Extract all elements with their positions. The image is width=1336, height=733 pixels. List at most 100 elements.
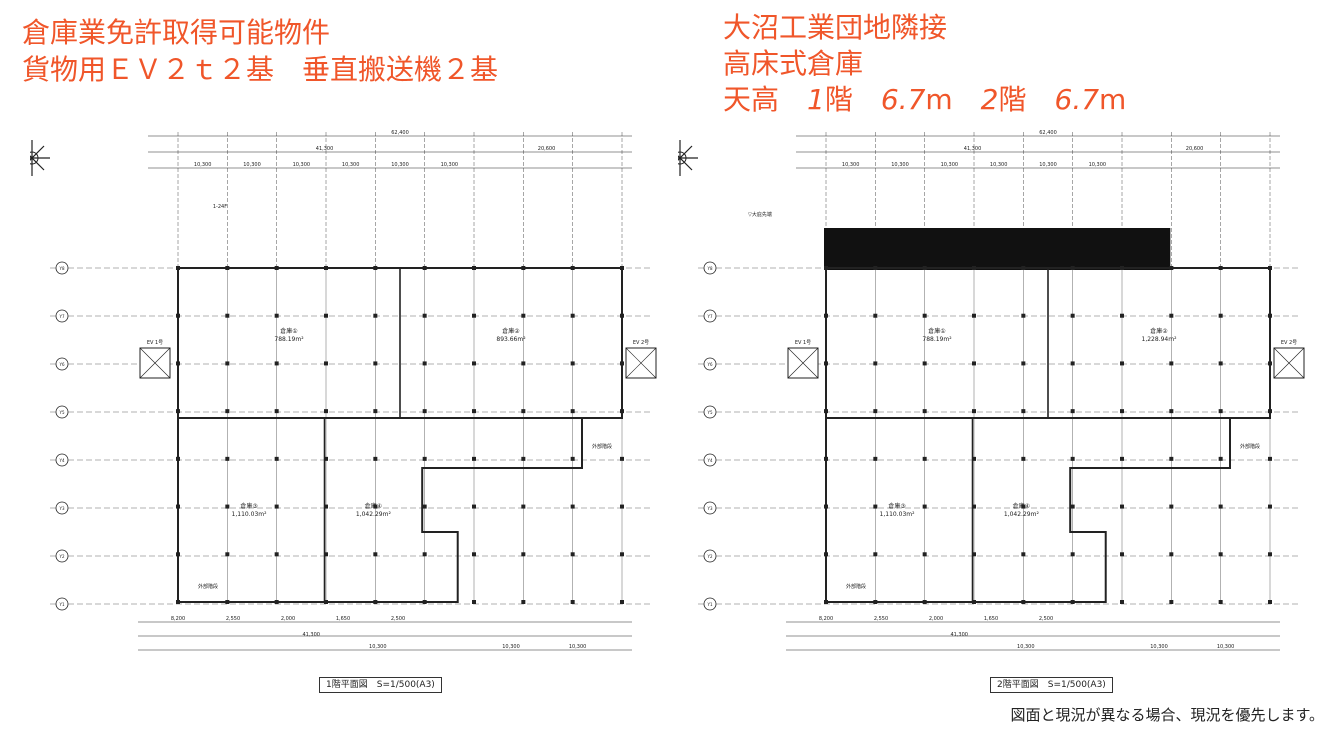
column-post: [422, 409, 427, 414]
dimension-label: 10,300: [243, 162, 261, 168]
column-post: [472, 266, 476, 270]
column-post: [472, 552, 476, 557]
column-post: [274, 313, 279, 318]
column-post: [274, 552, 279, 557]
column-post: [472, 504, 476, 509]
dimension-label: 2,000: [281, 616, 295, 622]
axis-bubble: [703, 261, 717, 275]
column-post: [1268, 552, 1272, 557]
dimension-label: 2,500: [1039, 616, 1053, 622]
axis-label: Y6: [707, 362, 713, 367]
axis-bubble: [55, 453, 69, 467]
column-post: [824, 600, 828, 604]
room-name: 倉庫④: [1013, 502, 1030, 510]
dimension-label: 41,300: [316, 146, 334, 152]
room-name: 倉庫③: [240, 502, 257, 510]
column-post: [324, 504, 328, 509]
column-post: [1120, 361, 1124, 366]
elevator-cross: [139, 347, 171, 379]
floor1-height: 6.7: [880, 83, 926, 116]
column-post: [176, 504, 180, 509]
header-right-line1: 大沼工業団地隣接: [723, 11, 948, 44]
column-post: [570, 456, 575, 461]
column-post: [873, 504, 878, 509]
column-post: [1268, 409, 1272, 414]
dimension-label: 8,200: [819, 616, 833, 622]
column-post: [1169, 552, 1174, 557]
column-post: [570, 504, 575, 509]
axis-bubble: [703, 597, 717, 611]
elevator-tag: EV 2号: [633, 340, 649, 346]
column-post: [176, 552, 180, 557]
column-post: [824, 552, 828, 557]
column-post: [1021, 552, 1026, 557]
column-post: [521, 409, 526, 414]
dimension-label: 1,650: [336, 616, 350, 622]
column-post: [1120, 552, 1124, 557]
column-post: [225, 266, 230, 270]
column-post: [1169, 361, 1174, 366]
elevator-tag: EV 2号: [1281, 340, 1297, 346]
column-post: [1021, 409, 1026, 414]
dimension-label: 10,300: [441, 162, 459, 168]
floor1-label: 階: [824, 83, 881, 116]
column-post: [1120, 600, 1124, 604]
column-post: [521, 456, 526, 461]
floor-plan-1f-caption: 1階平面図 S=1/500(A3): [319, 677, 442, 693]
north-arrow-icon: [678, 140, 698, 176]
column-post: [1120, 504, 1124, 509]
column-post: [922, 504, 927, 509]
column-post: [1268, 504, 1272, 509]
column-post: [1070, 361, 1075, 366]
room-name: 倉庫②: [1150, 327, 1168, 335]
footer-note: 図面と現況が異なる場合、現況を優先します。: [1010, 706, 1324, 724]
column-post: [620, 313, 624, 318]
header-left-line1: 倉庫業免許取得可能物件: [22, 16, 331, 49]
column-post: [922, 266, 927, 270]
column-post: [824, 361, 828, 366]
column-post: [570, 552, 575, 557]
column-post: [1120, 456, 1124, 461]
room-area: 1,110.03m²: [232, 511, 268, 518]
dimension-label: 2,000: [929, 616, 943, 622]
column-post: [176, 409, 180, 414]
dimension-label: 10,300: [293, 162, 311, 168]
column-post: [274, 409, 279, 414]
room-name: 倉庫①: [280, 327, 297, 335]
column-post: [1021, 313, 1026, 318]
axis-label: Y3: [707, 506, 713, 511]
axis-label: Y3: [59, 506, 65, 511]
room-name: 倉庫③: [888, 502, 905, 510]
column-post: [972, 313, 976, 318]
column-post: [873, 552, 878, 557]
elevator-cross: [1273, 347, 1305, 379]
dimension-label: 10,300: [1039, 162, 1057, 168]
axis-label: Y7: [707, 314, 713, 319]
column-post: [620, 552, 624, 557]
axis-label: Y1: [59, 602, 65, 607]
column-post: [972, 361, 976, 366]
column-post: [1218, 456, 1223, 461]
column-post: [1120, 409, 1124, 414]
column-post: [1120, 266, 1124, 270]
axis-bubble: [55, 597, 69, 611]
ceiling-prefix: 天高: [723, 83, 808, 116]
dimension-label: 10,300: [194, 162, 212, 168]
column-post: [1218, 600, 1223, 604]
column-post: [1021, 361, 1026, 366]
dimension-label: 10,300: [1017, 644, 1035, 650]
column-post: [422, 504, 427, 509]
dimension-label: 10,300: [891, 162, 909, 168]
column-post: [373, 409, 378, 414]
column-post: [422, 361, 427, 366]
column-post: [422, 552, 427, 557]
floor2-label: 階: [998, 83, 1055, 116]
column-post: [620, 456, 624, 461]
level-tag: 1-24F: [213, 204, 227, 210]
column-post: [873, 409, 878, 414]
column-post: [570, 361, 575, 366]
canopy-tag: ▽大庇先端: [748, 211, 772, 218]
column-post: [1070, 266, 1075, 270]
